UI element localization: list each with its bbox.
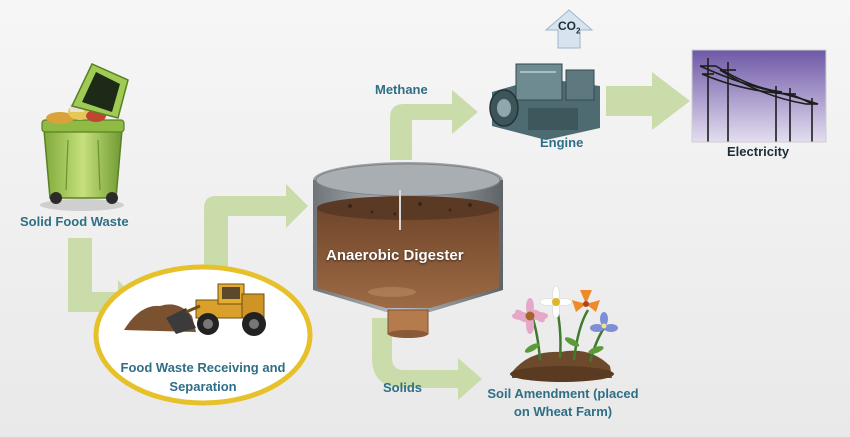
arrow-digester-to-engine <box>390 90 478 160</box>
trash-bin-icon <box>40 63 129 211</box>
label-soil-line2: on Wheat Farm) <box>513 404 613 419</box>
flowers-icon <box>510 285 618 382</box>
arrow-receiving-to-digester <box>204 184 308 268</box>
label-solid-food-waste: Solid Food Waste <box>20 214 129 229</box>
bulldozer-icon <box>124 283 266 336</box>
label-co2-sub: 2 <box>576 26 581 36</box>
engine-icon <box>489 63 600 140</box>
label-electricity: Electricity <box>727 144 790 159</box>
label-co2-main: CO <box>558 19 576 33</box>
digester-tank <box>313 162 503 338</box>
label-soil-line1: Soil Amendment (placed <box>487 386 639 401</box>
up-arrow-icon <box>544 9 594 49</box>
label-receiving-line2: Separation <box>169 379 237 394</box>
label-anaerobic-digester: Anaerobic Digester <box>326 247 464 264</box>
label-receiving-line1: Food Waste Receiving and <box>120 360 286 375</box>
label-soil-amendment: Soil Amendment (placed on Wheat Farm) <box>478 385 648 421</box>
label-methane: Methane <box>375 82 428 97</box>
arrow-digester-to-soil <box>372 318 482 400</box>
label-solids: Solids <box>383 380 423 395</box>
label-receiving: Food Waste Receiving and Separation <box>103 358 303 396</box>
power-lines-icon <box>691 49 827 143</box>
label-engine: Engine <box>540 135 584 150</box>
label-co2: CO2 <box>558 19 580 35</box>
arrow-engine-to-electricity <box>606 72 690 130</box>
